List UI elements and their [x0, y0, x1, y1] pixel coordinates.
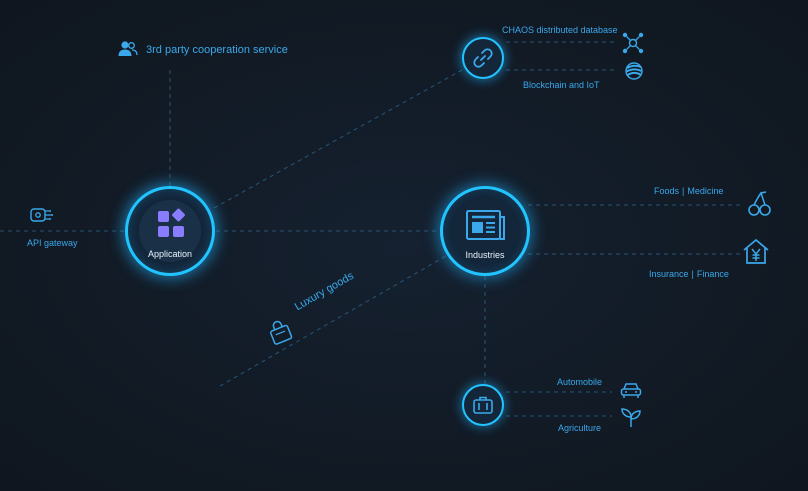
shopping-bag-icon — [270, 320, 293, 345]
foods-medicine-label: Foods|Medicine — [654, 186, 723, 197]
insurance-finance-separator: | — [691, 269, 694, 279]
cherry-icon — [748, 191, 771, 216]
blockchain-iot-label: Blockchain and IoT — [523, 80, 600, 90]
api-gateway-label: API gateway — [27, 238, 78, 248]
apps-grid-icon — [158, 208, 185, 237]
agriculture-label: Agriculture — [558, 423, 602, 433]
newspaper-icon — [466, 210, 505, 240]
foods-medicine-separator: | — [682, 186, 685, 196]
automobile-label: Automobile — [557, 377, 603, 387]
gateway-icon — [30, 208, 53, 222]
globe-layers-icon — [625, 62, 643, 80]
link-chain-icon — [473, 48, 493, 68]
link-app-integration — [213, 69, 463, 209]
network-nodes-icon — [622, 32, 644, 54]
integration-hub[interactable] — [462, 37, 504, 79]
insurance-label: Insurance — [649, 269, 689, 279]
industries-label: Industries — [465, 250, 505, 260]
finance-label: Finance — [696, 269, 729, 279]
industries-hub[interactable]: Industries — [440, 186, 530, 276]
briefcase-icon — [473, 396, 493, 414]
link-luxury-industries — [219, 255, 447, 387]
yen-house-icon — [743, 238, 769, 264]
application-inner-disc — [139, 200, 201, 262]
transport-hub[interactable] — [462, 384, 504, 426]
chaos-db-label: CHAOS distributed database — [502, 25, 618, 35]
application-hub[interactable]: Application — [125, 186, 215, 276]
insurance-finance-label: Insurance|Finance — [649, 269, 729, 280]
medicine-label: Medicine — [687, 186, 724, 196]
car-icon — [620, 383, 642, 398]
third-party-label: 3rd party cooperation service — [146, 44, 288, 56]
users-icon — [118, 41, 138, 56]
sprout-icon — [621, 408, 641, 427]
application-label: Application — [147, 249, 193, 259]
foods-label: Foods — [654, 186, 680, 196]
